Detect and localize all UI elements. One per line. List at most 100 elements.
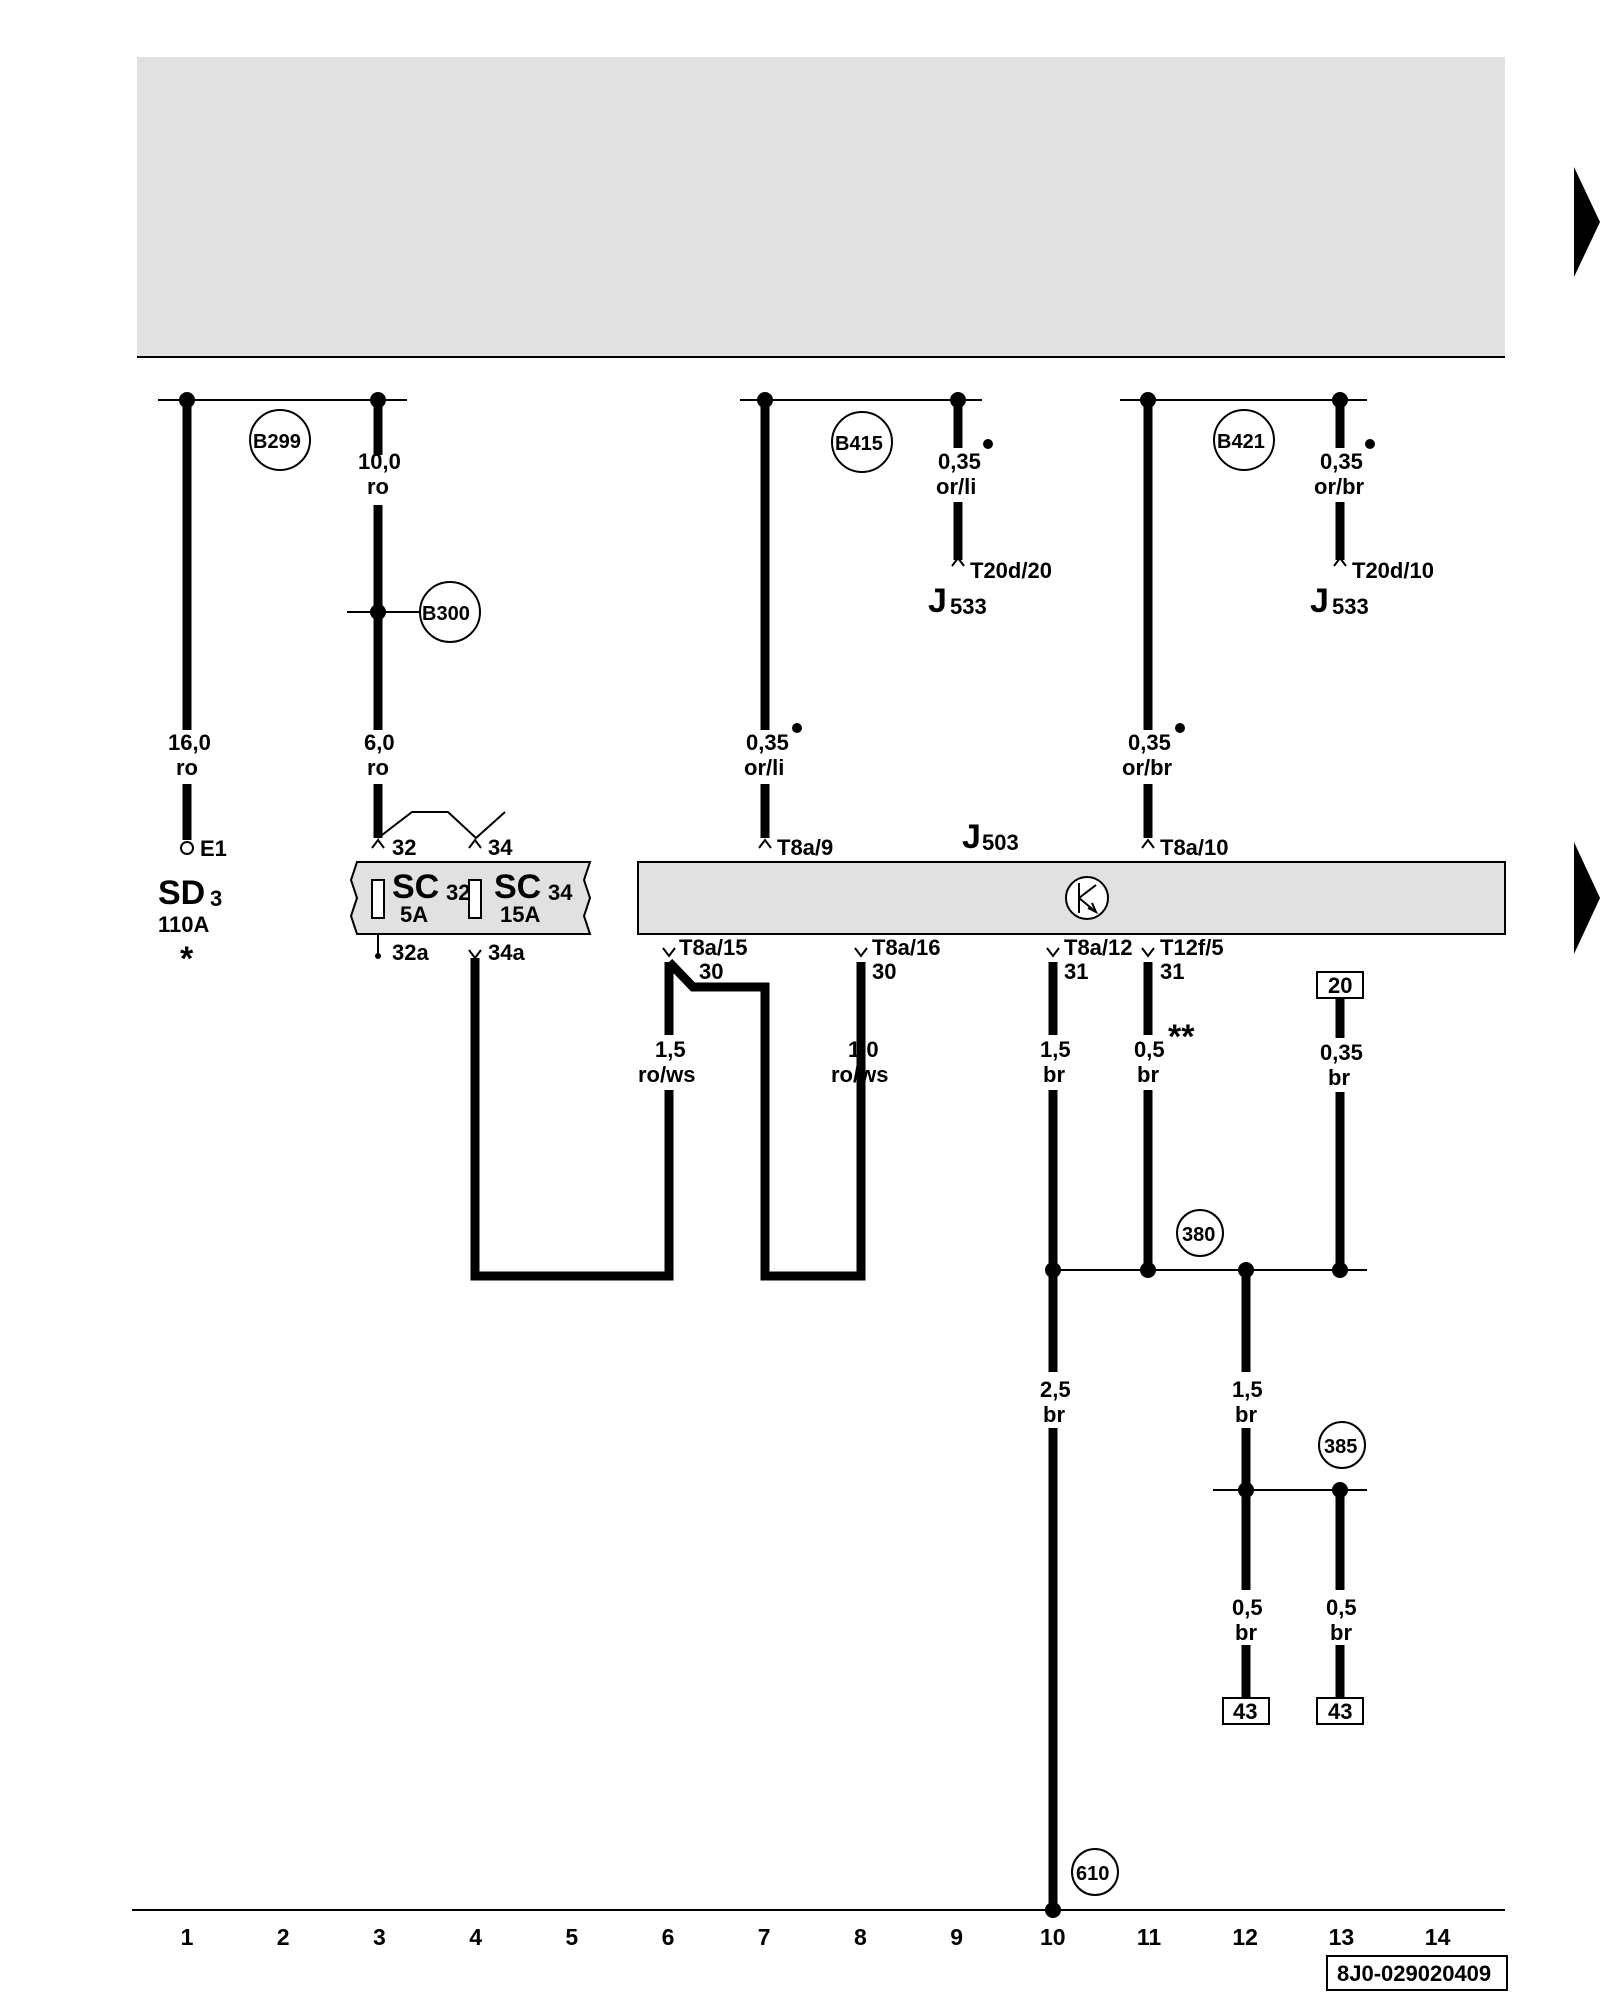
wire-color: br <box>1235 1402 1257 1427</box>
wire-color: ro/ws <box>638 1062 695 1087</box>
pin-arrow-icon <box>1046 947 1060 958</box>
pin-terminal: 31 <box>1064 959 1088 984</box>
wire-size: 0,35 <box>1320 1040 1363 1065</box>
terminal-label: E1 <box>200 836 227 861</box>
wire-loop-col4-6[interactable] <box>470 958 674 1281</box>
wire-color: ro <box>367 474 389 499</box>
pin-label: T20d/20 <box>970 558 1052 583</box>
reference-box-20[interactable] <box>1316 971 1364 999</box>
pin-label: 32 <box>392 835 416 860</box>
reference-label: 43 <box>1233 1699 1257 1724</box>
ground-point-label: 380 <box>1182 1224 1215 1246</box>
pin-label: 34a <box>488 940 525 965</box>
marker-dot <box>1365 439 1375 449</box>
component-sc32-main: SC <box>392 868 439 906</box>
column-number: 4 <box>469 1924 482 1950</box>
wire-color: or/li <box>936 474 976 499</box>
wire-size: 0,5 <box>1134 1037 1165 1062</box>
wire-size: 0,5 <box>1326 1595 1357 1620</box>
component-sd-star: * <box>180 940 194 978</box>
pin-label: T8a/9 <box>777 835 833 860</box>
pin-arrow-icon <box>662 947 676 958</box>
wire-size: 1,5 <box>1232 1377 1263 1402</box>
column-number: 7 <box>758 1924 771 1950</box>
wire-color: ro <box>367 755 389 780</box>
splice-node <box>1332 1482 1348 1498</box>
column-number: 10 <box>1040 1924 1066 1950</box>
pin-arrow-icon <box>854 947 868 958</box>
pin-label: 34 <box>488 835 513 860</box>
wire-color: br <box>1137 1062 1159 1087</box>
ground-point-380[interactable] <box>1176 1209 1224 1257</box>
wire-color: ro/ws <box>831 1062 888 1087</box>
fuse-bridge <box>377 811 506 840</box>
column-number: 2 <box>277 1924 290 1950</box>
connection-point-label: B299 <box>253 431 301 453</box>
terminal-e1 <box>180 841 194 855</box>
pin-arrow-icon <box>1333 556 1347 567</box>
ground-point-610[interactable] <box>1071 1848 1119 1896</box>
column-number: 11 <box>1137 1924 1162 1950</box>
component-sc34-rating: 15A <box>500 902 540 927</box>
continue-arrow-icon[interactable] <box>1574 842 1600 954</box>
splice-node <box>370 392 386 408</box>
reference-label: 43 <box>1328 1699 1352 1724</box>
component-j503-main: J <box>962 818 981 856</box>
ground-point-385[interactable] <box>1318 1421 1366 1469</box>
wire-color: or/br <box>1122 755 1173 780</box>
pin-label: T8a/12 <box>1064 935 1133 960</box>
connection-point-b415[interactable] <box>831 411 893 473</box>
pin-arrow-icon <box>758 838 772 849</box>
reference-box-43[interactable] <box>1222 1697 1270 1725</box>
marker-dot <box>792 723 802 733</box>
component-j533-main: J <box>1310 582 1329 620</box>
wire-size: 2,5 <box>1040 1377 1071 1402</box>
component-sc32-rating: 5A <box>400 902 428 927</box>
ground-point-label: 385 <box>1324 1436 1357 1458</box>
header-band <box>137 57 1505 357</box>
connection-point-b300[interactable] <box>419 581 481 643</box>
pin-dot <box>375 953 381 959</box>
component-sc34-main: SC <box>494 868 541 906</box>
connection-point-b299[interactable] <box>249 409 311 471</box>
connection-point-b421[interactable] <box>1213 409 1275 471</box>
reference-box-43[interactable] <box>1316 1697 1364 1725</box>
component-sd-rating: 110A <box>158 912 209 937</box>
transistor-icon <box>1065 876 1109 920</box>
pin-label: T8a/10 <box>1160 835 1229 860</box>
column-number: 8 <box>854 1924 867 1950</box>
connection-point-label: B415 <box>835 433 883 455</box>
pin-terminal: 30 <box>872 959 896 984</box>
wire-color: br <box>1043 1062 1065 1087</box>
fuse-sc34-icon <box>468 879 482 919</box>
wire-size: 1,0 <box>848 1037 879 1062</box>
diagram-code-box <box>1326 1955 1508 1991</box>
pin-arrow-icon <box>468 949 482 960</box>
column-number: 1 <box>181 1924 194 1950</box>
continue-arrow-icon[interactable] <box>1574 167 1600 277</box>
pin-arrow-icon <box>468 838 482 849</box>
pin-terminal: 30 <box>699 959 723 984</box>
wire-color: br <box>1043 1402 1065 1427</box>
component-sc32-sub: 32 <box>446 880 470 905</box>
splice-node <box>1140 392 1156 408</box>
diagram-code: 8J0-029020409 <box>1337 1961 1491 1986</box>
wire-size: 0,35 <box>938 449 981 474</box>
component-sd-main: SD <box>158 874 205 912</box>
component-j533-sub: 533 <box>950 594 987 619</box>
wire-jog-col6-7[interactable] <box>665 958 866 1281</box>
wire-color: br <box>1328 1065 1350 1090</box>
wire-size: 10,0 <box>358 449 401 474</box>
splice-node <box>757 392 773 408</box>
wire-size: 0,35 <box>1128 730 1171 755</box>
component-sd-sub: 3 <box>210 886 222 911</box>
wire-color: ro <box>176 755 198 780</box>
wire-color: br <box>1235 1620 1257 1645</box>
splice-node <box>1238 1262 1254 1278</box>
column-number: 5 <box>565 1924 578 1950</box>
reference-label: 20 <box>1328 973 1352 998</box>
pin-label: T8a/15 <box>679 935 748 960</box>
column-number: 12 <box>1232 1924 1258 1950</box>
